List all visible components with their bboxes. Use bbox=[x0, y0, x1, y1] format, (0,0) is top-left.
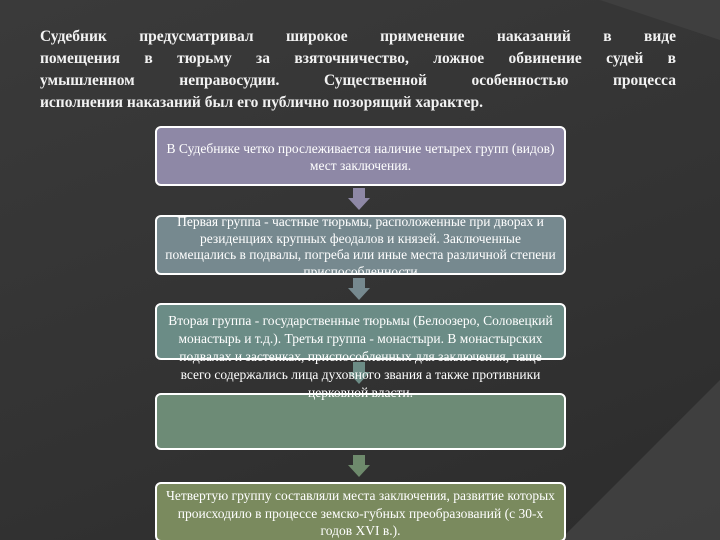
arrow-down-icon bbox=[348, 455, 370, 477]
flow-box-group-2-3: Вторая группа - государственные тюрьмы (… bbox=[155, 303, 566, 400]
arrow-down-icon bbox=[348, 188, 370, 210]
flow-box-empty bbox=[155, 393, 566, 450]
box-text: Четвертую группу составляли места заключ… bbox=[166, 488, 555, 538]
flow-box-intro: В Судебнике четко прослеживается наличие… bbox=[155, 126, 566, 186]
box-text: Первая группа - частные тюрьмы, располож… bbox=[165, 215, 556, 275]
arrow-down-icon bbox=[348, 278, 370, 300]
arrow-down-icon bbox=[348, 362, 370, 384]
box-text: Вторая группа - государственные тюрьмы (… bbox=[168, 313, 553, 400]
intro-line: умышленном неправосудии. Существенной ос… bbox=[40, 72, 676, 89]
intro-line: помещения в тюрьму за взяточничество, ло… bbox=[40, 50, 676, 67]
intro-paragraph: Судебник предусматривал широкое применен… bbox=[40, 26, 676, 114]
flow-box-group-4: Четвертую группу составляли места заключ… bbox=[155, 482, 566, 540]
intro-line: Судебник предусматривал широкое применен… bbox=[40, 28, 676, 45]
intro-line: исполнения наказаний был его публично по… bbox=[40, 94, 484, 111]
box-text: В Судебнике четко прослеживается наличие… bbox=[166, 141, 555, 173]
flow-box-group-1: Первая группа - частные тюрьмы, располож… bbox=[155, 215, 566, 275]
